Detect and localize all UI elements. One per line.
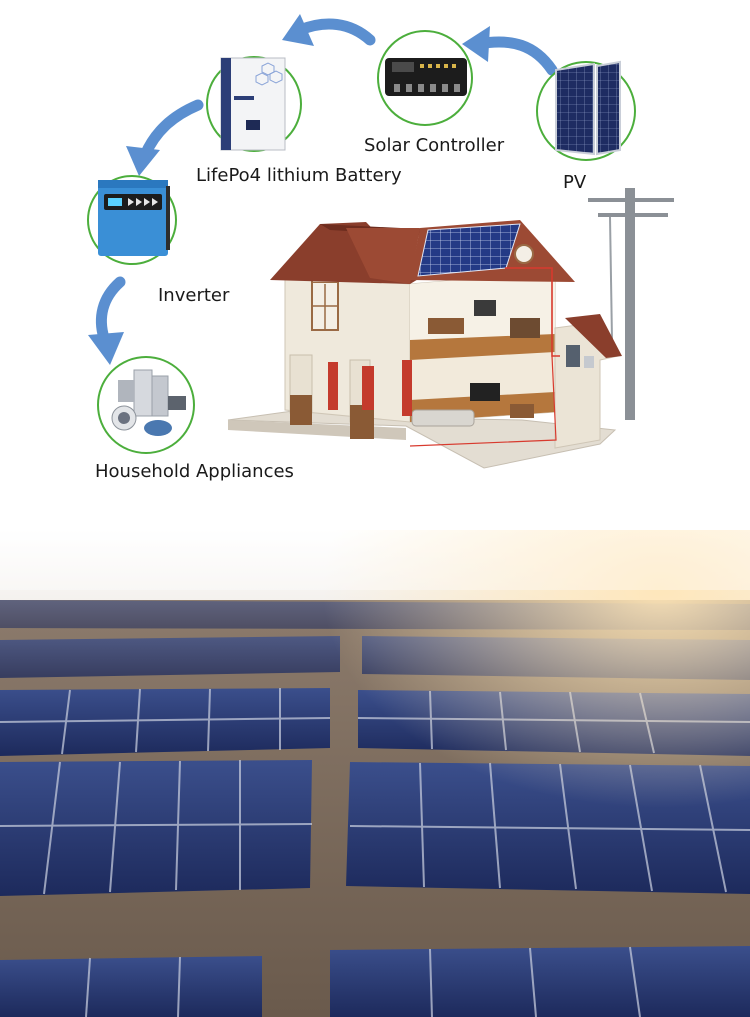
battery-label: LifePo4 lithium Battery xyxy=(196,165,402,186)
pv-label: PV xyxy=(563,172,587,193)
inverter-label: Inverter xyxy=(158,285,230,306)
flow-arrow-controller-to-battery xyxy=(282,14,376,46)
appliances-label: Household Appliances xyxy=(95,461,294,482)
house-illustration xyxy=(227,220,622,469)
solar-controller-icon xyxy=(377,30,473,126)
appliances-icon xyxy=(97,356,195,454)
flow-arrow-battery-to-inverter xyxy=(126,99,204,176)
solar-farm-photo xyxy=(0,530,750,1017)
flow-arrow-inverter-to-appliances xyxy=(88,276,126,365)
inverter-icon xyxy=(87,175,177,265)
pv-panel-icon xyxy=(536,60,636,161)
solar-controller-label: Solar Controller xyxy=(364,135,505,156)
battery-icon xyxy=(206,56,302,152)
flow-arrow-pv-to-controller xyxy=(462,26,558,76)
